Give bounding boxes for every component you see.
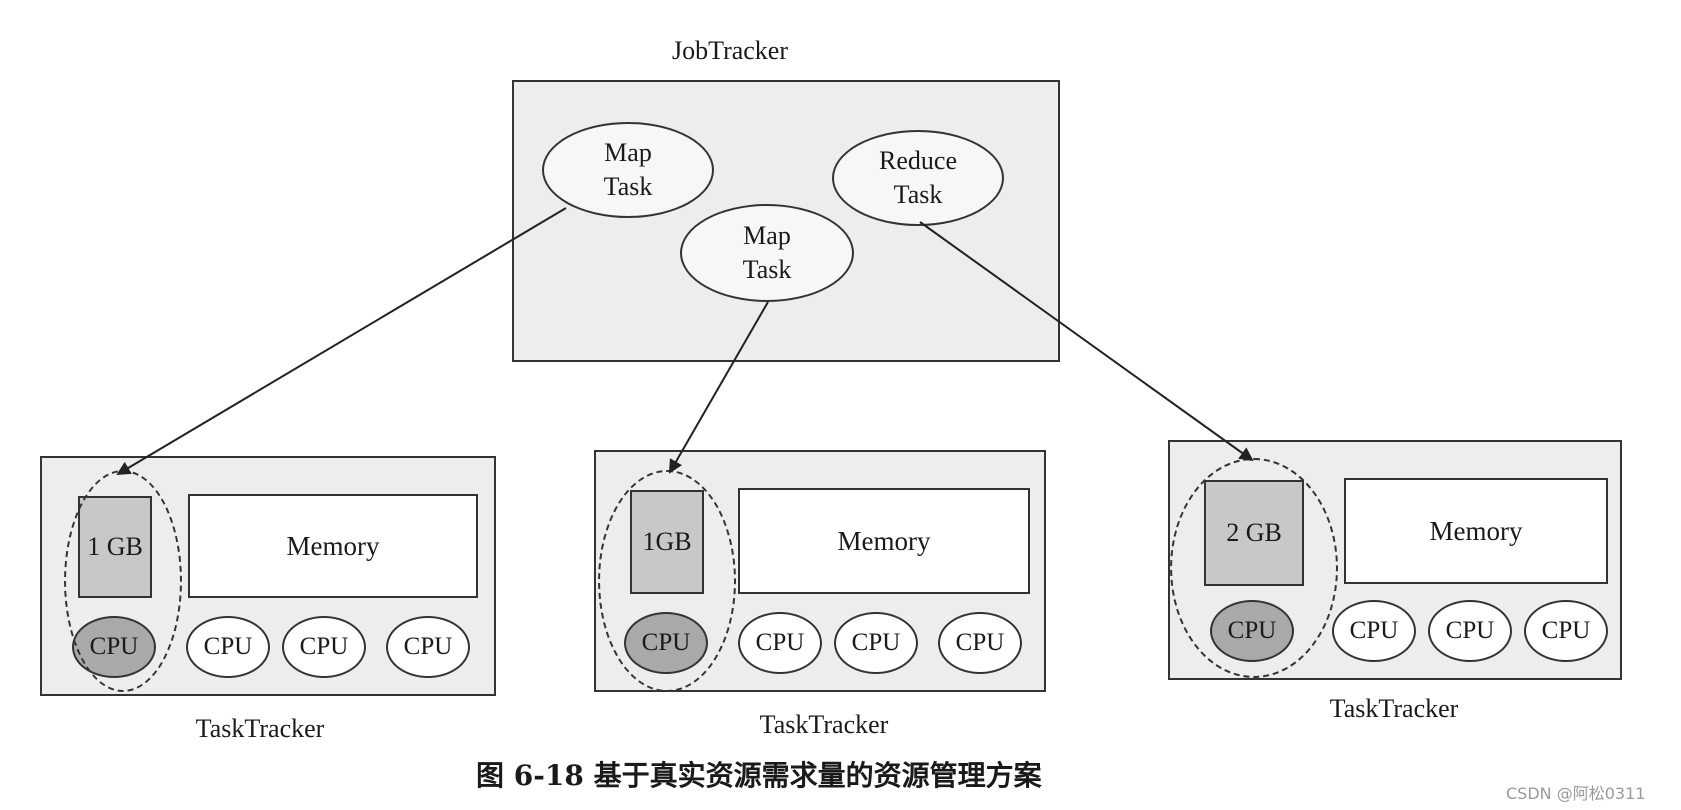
tasktracker-3-cpu-3: CPU: [1428, 600, 1512, 662]
tasktracker-2-memory: Memory: [738, 488, 1030, 594]
watermark: CSDN @阿松0311: [1506, 784, 1646, 803]
arrow-map-task-1-to-tasktracker-1: [116, 207, 567, 476]
map-task-1-line2: Task: [603, 172, 653, 201]
tasktracker-2-allocation-outline: [598, 470, 736, 692]
reduce-task-line2: Task: [893, 180, 943, 209]
tasktracker-1-cpu-4: CPU: [386, 616, 470, 678]
tasktracker-3-cpu-2: CPU: [1332, 600, 1416, 662]
tasktracker-3-cpu-4: CPU: [1524, 600, 1608, 662]
map-task-1-line1: Map: [604, 138, 652, 167]
map-task-1: Map Task: [542, 122, 714, 218]
tasktracker-1-cpu-3: CPU: [282, 616, 366, 678]
map-task-2-line2: Task: [742, 255, 792, 284]
tasktracker-1-memory: Memory: [188, 494, 478, 598]
tasktracker-2-label: TaskTracker: [759, 710, 889, 739]
reduce-task-line1: Reduce: [879, 146, 957, 175]
tasktracker-2-cpu-4: CPU: [938, 612, 1022, 674]
tasktracker-3-memory: Memory: [1344, 478, 1608, 584]
tasktracker-1-allocation-outline: [64, 470, 182, 692]
tasktracker-1-label: TaskTracker: [195, 714, 325, 743]
tasktracker-3-label: TaskTracker: [1329, 694, 1459, 723]
tasktracker-3-allocation-outline: [1170, 458, 1338, 678]
reduce-task: Reduce Task: [832, 130, 1004, 226]
tasktracker-2-cpu-2: CPU: [738, 612, 822, 674]
map-task-2: Map Task: [680, 204, 854, 302]
figure-caption: 图 6-18 基于真实资源需求量的资源管理方案: [476, 759, 1042, 792]
map-task-2-line1: Map: [743, 221, 791, 250]
tasktracker-1-cpu-2: CPU: [186, 616, 270, 678]
jobtracker-label: JobTracker: [671, 36, 789, 65]
tasktracker-2-cpu-3: CPU: [834, 612, 918, 674]
